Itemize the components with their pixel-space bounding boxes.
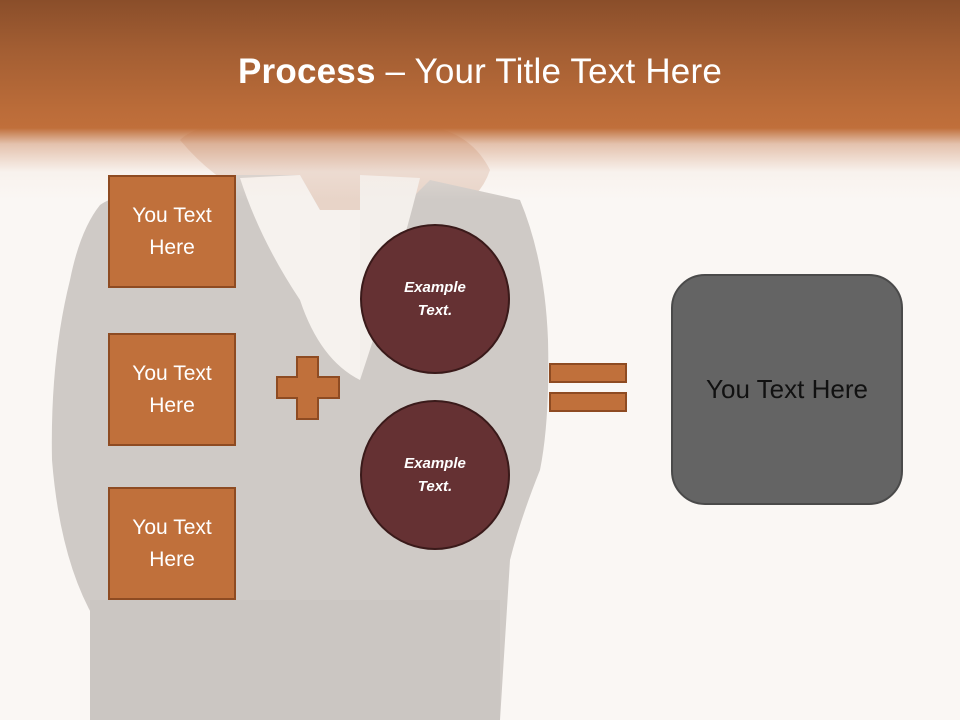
title-banner	[0, 0, 960, 200]
result-label: You Text Here	[706, 374, 868, 404]
input-box-label: You Text Here	[132, 515, 212, 571]
result-box[interactable]: You Text Here	[671, 274, 903, 505]
example-circle-1[interactable]: Example Text.	[360, 224, 510, 374]
input-box-3[interactable]: You Text Here	[108, 487, 236, 600]
slide-title: Process – Your Title Text Here	[0, 52, 960, 92]
circle-label: Example Text.	[404, 279, 466, 319]
title-rest: – Your Title Text Here	[375, 52, 722, 91]
input-box-2[interactable]: You Text Here	[108, 333, 236, 446]
example-circle-2[interactable]: Example Text.	[360, 400, 510, 550]
input-box-label: You Text Here	[132, 203, 212, 259]
input-box-1[interactable]: You Text Here	[108, 175, 236, 288]
circle-label: Example Text.	[404, 455, 466, 495]
equals-icon-top-bar	[549, 363, 627, 383]
title-bold: Process	[238, 52, 376, 91]
plus-icon	[276, 356, 340, 420]
equals-icon-bottom-bar	[549, 392, 627, 412]
input-box-label: You Text Here	[132, 361, 212, 417]
